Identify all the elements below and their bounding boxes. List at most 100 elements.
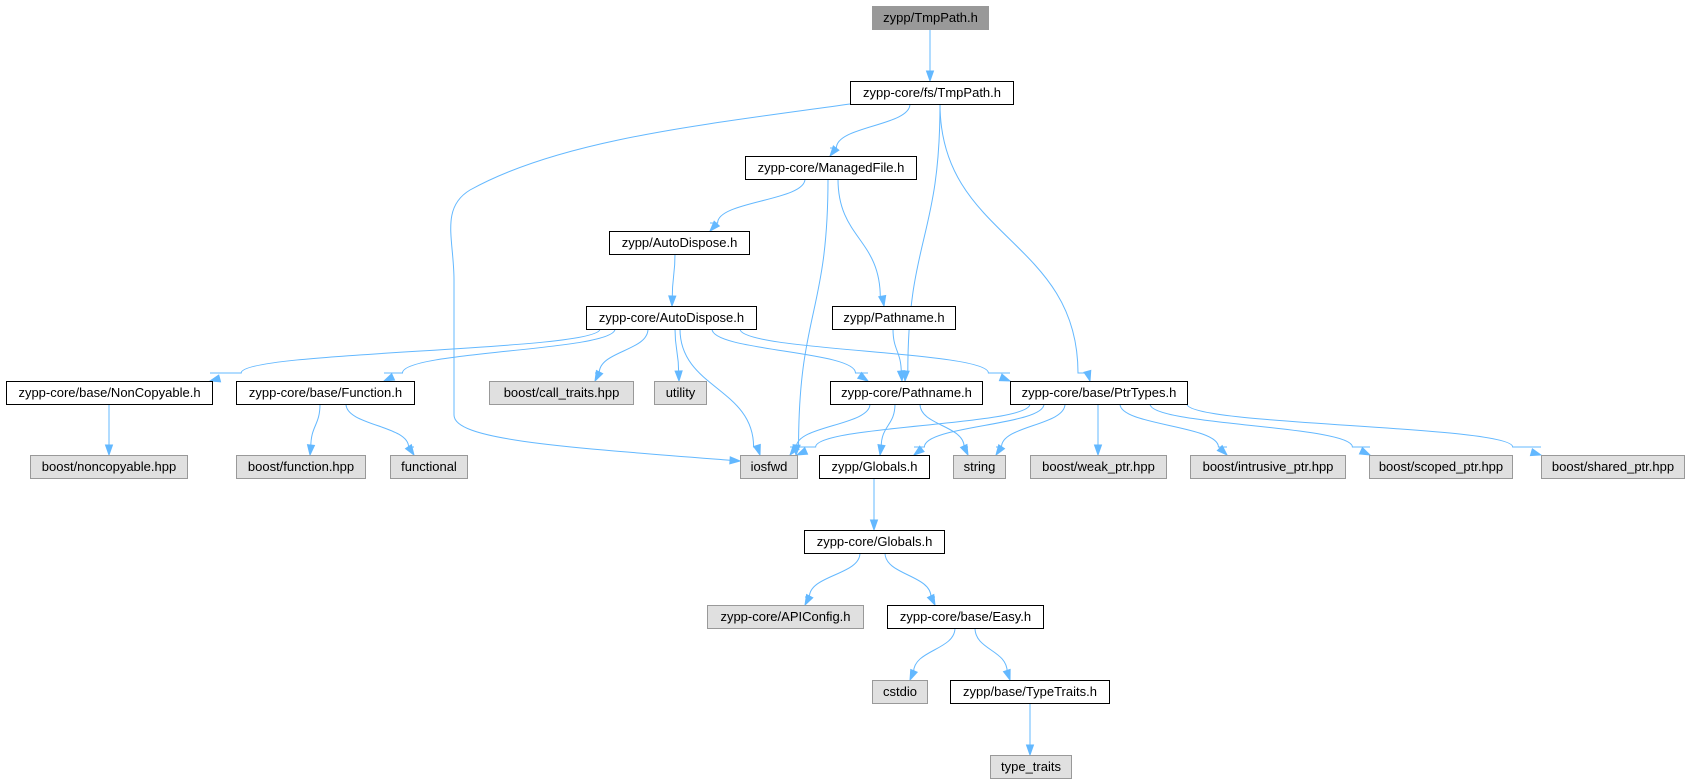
node-label: zypp/AutoDispose.h [622,235,738,250]
edge-line [595,328,649,374]
edge-core_pathname-to-zypp_globals [877,403,896,457]
node-box [489,381,634,405]
edge-core_autodispose-to-ptrtypes [739,328,1012,382]
edge-ptrtypes-to-shared_ptr [1186,403,1543,457]
node-label: zypp/Pathname.h [843,310,944,325]
node-box [819,455,930,479]
edge-line [880,403,896,448]
edge-line [739,328,1010,374]
arrowhead-icon [674,370,683,383]
edge-line [892,328,902,374]
node-label: zypp-core/base/PtrTypes.h [1022,385,1177,400]
edge-function_h-to-function_hpp [306,403,321,457]
arrowhead-icon [909,668,919,682]
node-easy[interactable]: zypp-core/base/Easy.h [887,605,1044,629]
node-noncopyable-h[interactable]: zypp-core/base/NonCopyable.h [6,381,213,405]
node-function-h[interactable]: zypp-core/base/Function.h [236,381,415,405]
edge-line [884,552,935,598]
edge-line [837,178,884,299]
edge-core_globals-to-easy [884,552,936,607]
edge-line [310,403,321,448]
arrowhead-icon [926,593,936,607]
edge-line [384,328,616,374]
node-weak-ptr: boost/weak_ptr.hpp [1030,455,1167,479]
arrowhead-icon [1358,446,1372,456]
node-iosfwd: iosfwd [740,455,798,479]
arrowhead-icon [789,444,800,457]
edge-fs_tmppath-to-core_pathname [901,103,941,383]
arrowhead-icon [594,369,604,383]
node-label: zypp-core/APIConfig.h [720,609,850,624]
arrowhead-icon [382,372,396,382]
edge-easy-to-cstdio [909,627,956,682]
edge-line [974,627,1010,673]
node-label: boost/noncopyable.hpp [42,459,176,474]
node-box [707,605,864,629]
arrowhead-icon [104,444,114,457]
node-label: type_traits [1001,759,1061,774]
edge-line [710,178,806,224]
edge-core_globals-to-apiconfig [804,552,861,607]
node-managedfile[interactable]: zypp-core/ManagedFile.h [745,156,917,180]
node-box [1030,455,1167,479]
node-label: zypp-core/base/Easy.h [900,609,1031,624]
edges-layer [104,29,1543,757]
edge-fs_tmppath-to-managedfile [829,103,911,158]
arrowhead-icon [877,294,887,308]
node-box [887,605,1044,629]
arrowhead-icon [1529,448,1543,457]
node-box [872,6,989,30]
node-function-hpp: boost/function.hpp [236,455,366,479]
node-box [950,680,1110,704]
node-label: zypp-core/AutoDispose.h [599,310,744,325]
edge-line [1149,403,1370,448]
arrowhead-icon [1093,444,1103,457]
edge-line [450,103,851,462]
node-core-autodispose[interactable]: zypp-core/AutoDispose.h [586,306,757,330]
edge-zypp_autodispose-to-core_autodispose [668,253,677,308]
arrowhead-icon [869,519,879,532]
node-fs-tmppath[interactable]: zypp-core/fs/TmpPath.h [850,81,1014,105]
edge-line [671,253,676,299]
edge-line [796,178,829,448]
node-box [745,156,917,180]
edge-line [996,403,1066,448]
node-label: zypp/Globals.h [832,459,918,474]
edge-core_autodispose-to-core_pathname [711,328,870,382]
edge-core_pathname-to-string [919,403,969,457]
node-core-pathname[interactable]: zypp-core/Pathname.h [830,381,983,405]
node-box [740,455,798,479]
node-label: zypp-core/base/NonCopyable.h [18,385,200,400]
edge-ptrtypes-to-intrusive_ptr [1119,403,1229,457]
node-zypp-pathname[interactable]: zypp/Pathname.h [832,306,956,330]
node-ptrtypes[interactable]: zypp-core/base/PtrTypes.h [1010,381,1188,405]
node-box [30,455,188,479]
arrowhead-icon [1002,668,1011,682]
edge-ptrtypes-to-zypp_globals [912,403,1045,456]
node-box [6,381,213,405]
edge-managedfile-to-zypp_autodispose [708,178,806,233]
node-box [830,381,983,405]
edge-ptrtypes-to-weak_ptr [1093,404,1103,457]
edge-managedfile-to-iosfwd [792,178,829,457]
node-zypp-globals[interactable]: zypp/Globals.h [819,455,930,479]
node-box [804,530,945,554]
node-label: boost/function.hpp [248,459,354,474]
node-box [1010,381,1188,405]
edge-zypp_pathname-to-core_pathname [892,328,906,383]
node-typetraits-h[interactable]: zypp/base/TypeTraits.h [950,680,1110,704]
arrowhead-icon [804,593,814,607]
node-box [586,306,757,330]
node-box [390,455,468,479]
arrowhead-icon [208,374,222,383]
node-cstdio: cstdio [872,680,928,704]
arrowhead-icon [896,370,906,383]
node-core-globals[interactable]: zypp-core/Globals.h [804,530,945,554]
edge-zypp_tmppath-to-fs_tmppath [925,29,935,83]
node-box [832,306,956,330]
edge-ptrtypes-to-string [995,403,1066,457]
node-box [1369,455,1513,479]
node-zypp-tmppath[interactable]: zypp/TmpPath.h [872,6,989,30]
edge-line [210,328,601,374]
node-zypp-autodispose[interactable]: zypp/AutoDispose.h [609,231,750,255]
